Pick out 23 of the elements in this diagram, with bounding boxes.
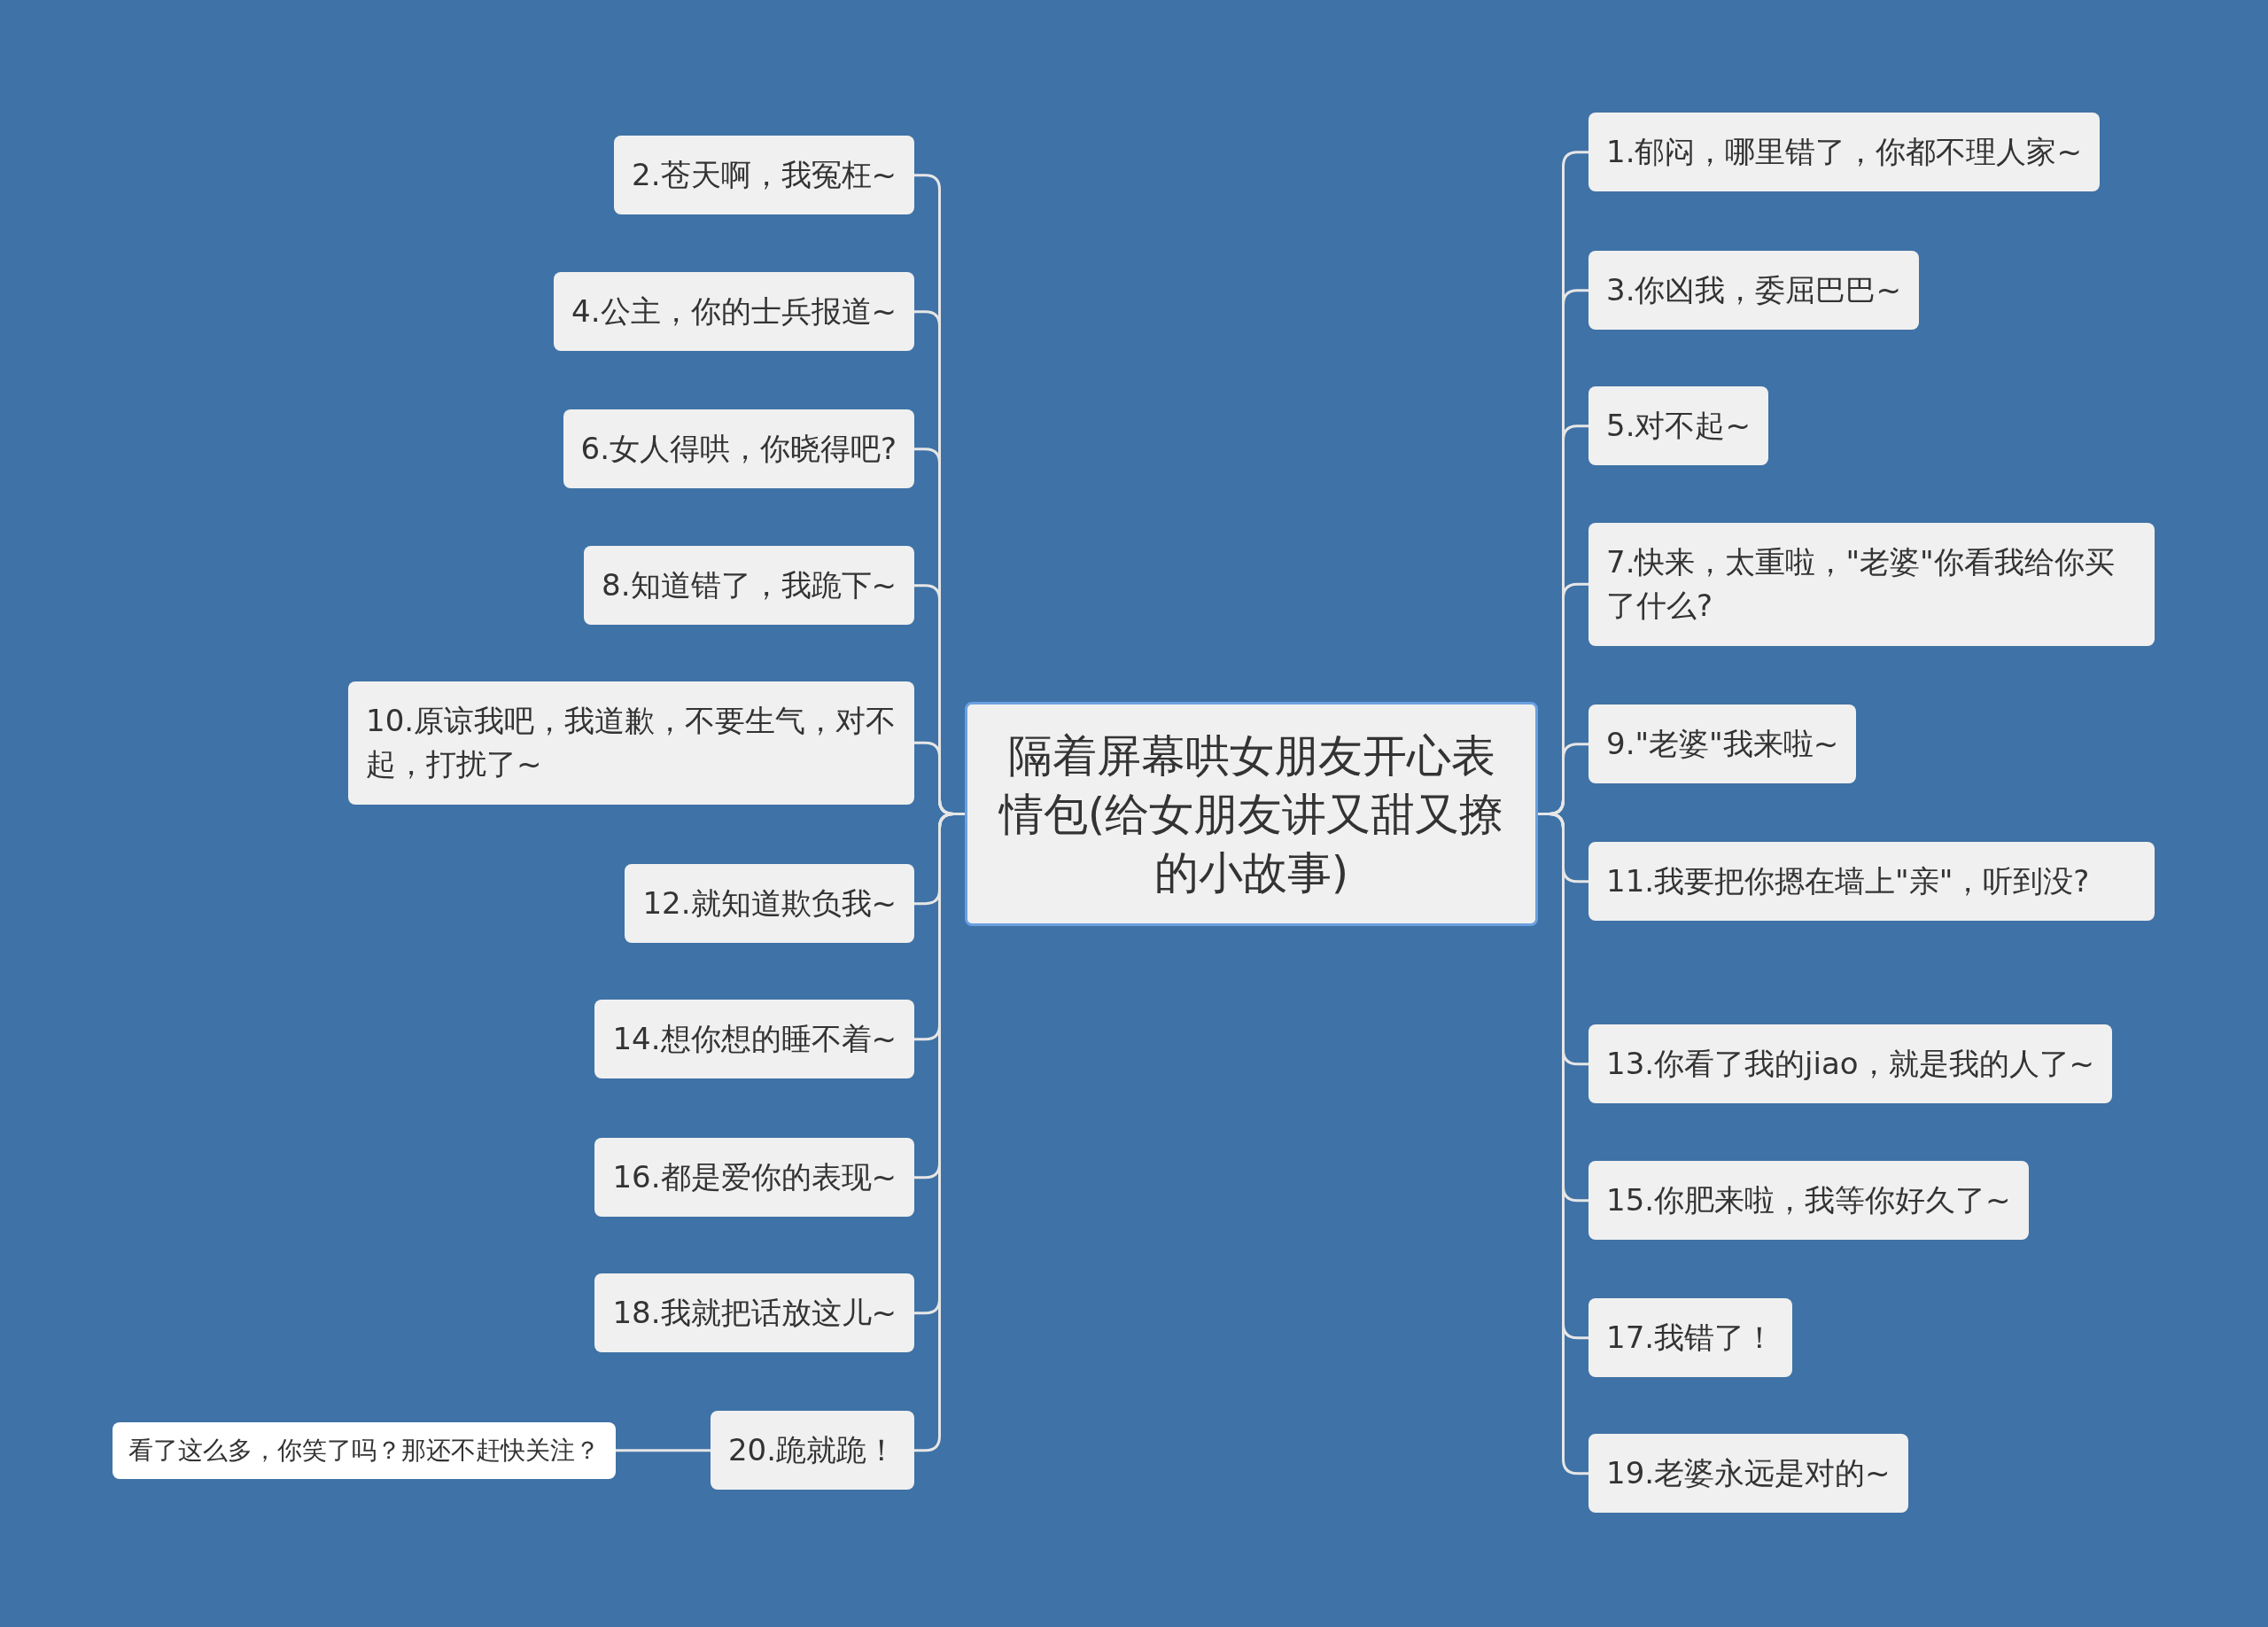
topic-box: 18.我就把话放这儿~ — [594, 1273, 914, 1353]
topic-box: 4.公主，你的士兵报道~ — [554, 272, 914, 352]
topic-box: 10.原谅我吧，我道歉，不要生气，对不起，打扰了~ — [348, 681, 914, 805]
topic-box: 13.你看了我的jiao，就是我的人了~ — [1588, 1024, 2113, 1104]
topic-box: 8.知道错了，我跪下~ — [584, 546, 914, 626]
topic-box: 3.你凶我，委屈巴巴~ — [1588, 251, 1919, 331]
central-topic-box: 隔着屏幕哄女朋友开心表情包(给女朋友讲又甜又撩的小故事) — [965, 702, 1538, 926]
topic-box: 6.女人得哄，你晓得吧? — [563, 409, 914, 489]
topic-box: 5.对不起~ — [1588, 386, 1768, 466]
topic-box: 7.快来，太重啦，"老婆"你看我给你买了什么? — [1588, 523, 2155, 646]
connector-line — [616, 1449, 711, 1452]
topic-box: 16.都是爱你的表现~ — [594, 1138, 914, 1218]
topic-box: 14.想你想的睡不着~ — [594, 1000, 914, 1079]
topic-box: 20.跪就跪！ — [710, 1411, 914, 1491]
topic-box: 15.你肥来啦，我等你好久了~ — [1588, 1161, 2029, 1241]
topic-box: 9."老婆"我来啦~ — [1588, 705, 1857, 784]
topic-box: 1.郁闷，哪里错了，你都不理人家~ — [1588, 113, 2100, 192]
topic-box: 2.苍天啊，我冤枉~ — [614, 136, 914, 215]
topic-box: 12.就知道欺负我~ — [625, 864, 914, 944]
topic-box: 11.我要把你摁在墙上"亲"，听到没? — [1588, 842, 2155, 922]
note-box: 看了这么多，你笑了吗？那还不赶快关注？ — [113, 1422, 616, 1480]
topic-box: 17.我错了！ — [1588, 1298, 1793, 1378]
topic-box: 19.老婆永远是对的~ — [1588, 1434, 1908, 1514]
